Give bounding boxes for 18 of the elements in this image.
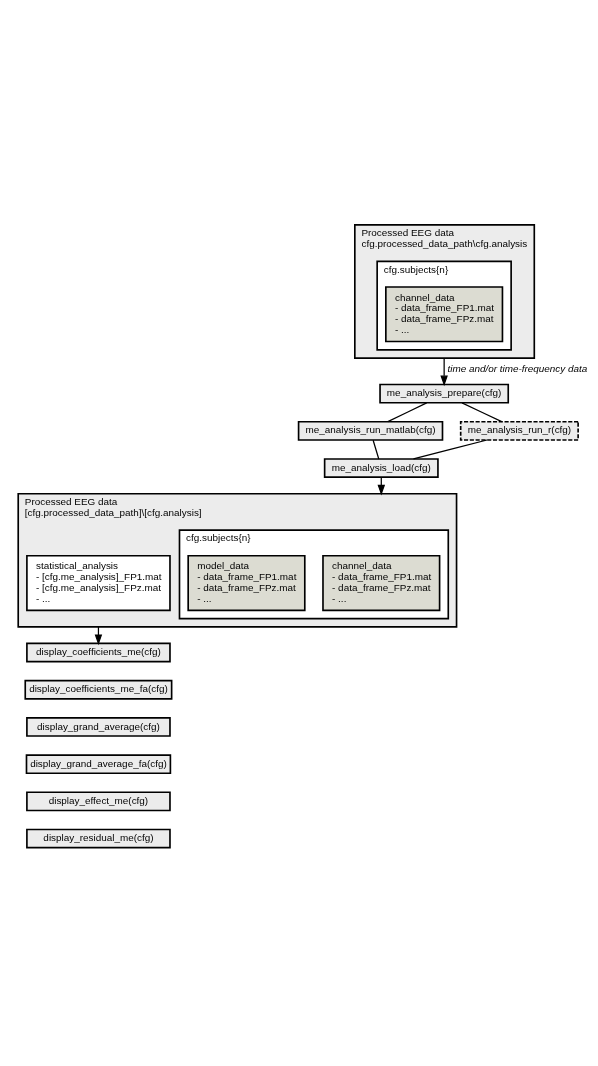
connector (372, 439, 380, 460)
edge-label: time and/or time-frequency data (447, 362, 588, 374)
arrow (440, 357, 448, 387)
node-box: display_residual_me(cfg) (26, 828, 171, 849)
node-box: channel_data - data_frame_FP1.mat - data_frame_FPz.mat - ... (322, 554, 441, 612)
node-box: me_analysis_prepare(cfg) (379, 383, 510, 404)
connector (412, 439, 488, 460)
node-box: model_data - data_frame_FP1.mat - data_frame_FPz.mat - ... (187, 554, 306, 612)
node-box: channel_data - data_frame_FP1.mat - data_frame_FPz.mat - ... (385, 286, 504, 343)
node-box: display_coefficients_me_fa(cfg) (24, 679, 173, 700)
node-box: statistical_analysis - [cfg.me_analysis]_FP1.mat - [cfg.me_analysis]_FPz.mat - ... (26, 554, 171, 612)
node-box: display_grand_average_fa(cfg) (25, 754, 172, 775)
node-box: display_grand_average(cfg) (26, 717, 171, 737)
node-box: me_analysis_load(cfg) (323, 458, 439, 478)
node-box: display_coefficients_me(cfg) (26, 642, 171, 663)
node-box: me_analysis_run_matlab(cfg) (297, 420, 444, 441)
node-box: display_effect_me(cfg) (26, 791, 171, 812)
node-box: me_analysis_run_r(cfg) (459, 420, 579, 441)
